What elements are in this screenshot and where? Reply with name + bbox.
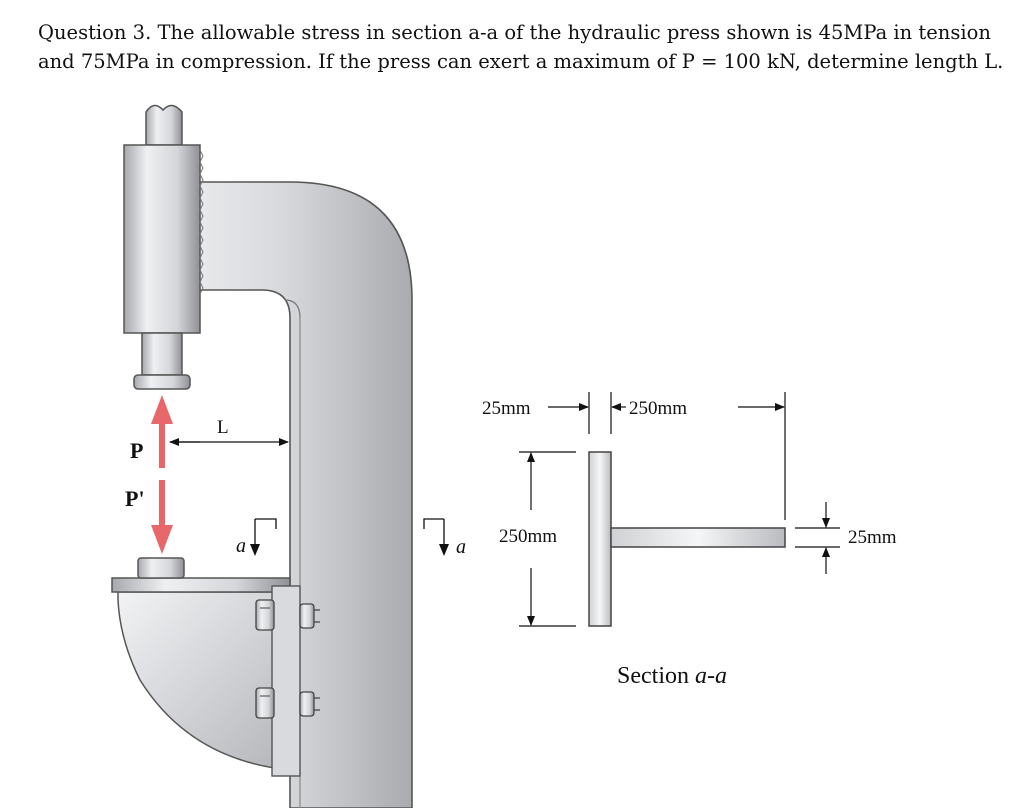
section-caption-name: a-a	[695, 663, 727, 689]
force-arrow-p	[151, 395, 173, 468]
mounting-plate	[271, 585, 301, 777]
hydraulic-cylinder	[123, 104, 204, 390]
press-frame	[169, 181, 413, 808]
web-height-label: 250mm	[499, 526, 557, 547]
section-label-left: a	[236, 535, 246, 557]
t-section-shape	[588, 451, 786, 627]
force-arrow-p-prime	[151, 480, 173, 554]
bolt-icon	[255, 599, 320, 631]
length-label: L	[217, 417, 229, 438]
force-label-p-prime: P'	[125, 486, 145, 511]
bolt-icon	[255, 687, 320, 719]
section-mark-right	[423, 518, 449, 556]
height-dimension-lines	[519, 451, 576, 627]
thickness-dimension-lines	[795, 502, 840, 574]
section-label-right: a	[456, 536, 466, 558]
section-caption: Section a-a	[617, 663, 727, 689]
section-caption-prefix: Section	[617, 663, 695, 689]
force-label-p: P	[130, 438, 143, 463]
question-line-2: and 75MPa in compression. If the press c…	[38, 50, 1004, 73]
web-thickness-label: 25mm	[848, 527, 897, 548]
flange-width-label: 250mm	[629, 398, 687, 419]
press-table	[111, 557, 291, 771]
top-dimension-lines	[548, 392, 786, 520]
question-line-1: Question 3. The allowable stress in sect…	[38, 21, 991, 44]
section-mark-left	[250, 518, 277, 556]
flange-thickness-label: 25mm	[482, 398, 531, 419]
question-text: Question 3. The allowable stress in sect…	[38, 18, 1004, 76]
